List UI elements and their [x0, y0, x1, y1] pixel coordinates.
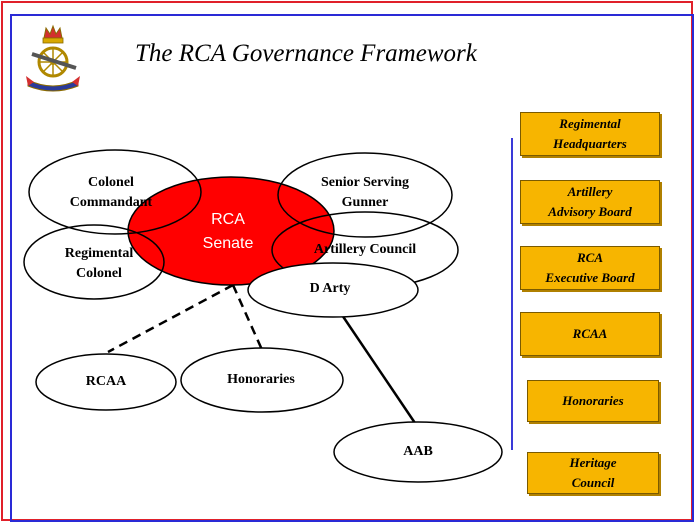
- artillery-council-label: Artillery Council: [313, 242, 417, 257]
- d-arty-label: D Arty: [309, 281, 351, 296]
- colonel-commandant-label: Colonel Commandant: [69, 175, 153, 210]
- connector-senate-rcaa: [107, 283, 234, 354]
- honoraries-label: Honoraries: [227, 372, 295, 387]
- box-heritage-council: Heritage Council: [527, 452, 659, 494]
- aab-label: AAB: [403, 444, 433, 459]
- aab-shape: [333, 421, 503, 483]
- connector-darty-aab: [338, 311, 419, 427]
- page-title: The RCA Governance Framework: [135, 40, 477, 67]
- honoraries-shape: [180, 347, 344, 413]
- side-column-line: [511, 138, 513, 450]
- regimental-colonel-shape: [23, 224, 165, 300]
- colonel-commandant-shape: [28, 149, 202, 235]
- rca-crest-icon: [26, 24, 80, 92]
- rcaa-shape: [35, 353, 177, 411]
- d-arty-shape: [247, 262, 419, 318]
- box-artillery-advisory-board: Artillery Advisory Board: [520, 180, 660, 224]
- inner-blue-frame: [10, 14, 694, 522]
- rca-senate-shape: [127, 176, 335, 286]
- box-honoraries: Honoraries: [527, 380, 659, 422]
- connector-senate-honoraries: [231, 284, 265, 353]
- rcaa-label: RCAA: [85, 374, 127, 389]
- senior-serving-gunner-shape: [277, 152, 453, 238]
- box-regimental-headquarters: Regimental Headquarters: [520, 112, 660, 156]
- box-rca-executive-board: RCA Executive Board: [520, 246, 660, 290]
- box-rcaa: RCAA: [520, 312, 660, 356]
- regimental-colonel-label: Regimental Colonel: [64, 246, 134, 281]
- senior-serving-gunner-label: Senior Serving Gunner: [320, 175, 410, 210]
- rca-senate-label: RCA Senate: [202, 211, 254, 252]
